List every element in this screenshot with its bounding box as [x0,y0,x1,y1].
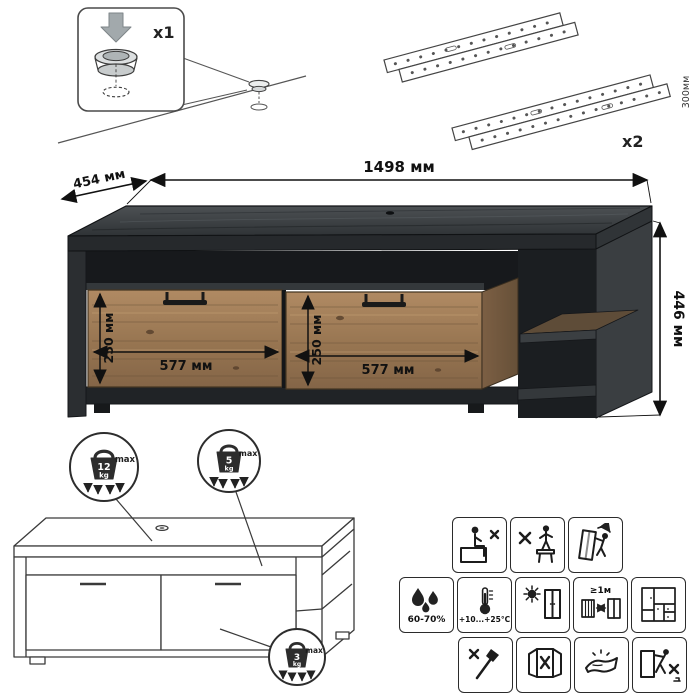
drawer-1 [87,289,283,388]
heater-distance-label: ≥1м [589,586,612,596]
drawer-load-max: max [305,646,323,655]
load-callout-drawer: 3 kg max [268,628,326,686]
foot-qty-label: x1 [153,23,174,42]
width-label: 1498 мм [363,158,435,176]
drawer1-height-label: 250 мм [101,313,116,364]
no-pushing-icon [632,637,687,693]
left-end-panel [67,250,87,418]
weight-icon [288,641,306,650]
press-down-arrow-icon [100,12,132,43]
cleaning-cloth-icon [574,637,629,693]
no-moving-open-icon [516,637,571,693]
weight-icon [219,444,239,453]
load-arrows [83,482,125,495]
load-arrows [209,476,249,489]
slide-qty-label: x2 [622,132,643,151]
callout-leader-line [182,57,250,83]
drawer-handle-bar [362,302,406,307]
slide-length-label: 300мм [681,76,692,108]
top-load-max: max [115,455,136,465]
drawer-slide-2 [451,74,672,151]
top-load-unit: kg [99,472,109,480]
outline-diagram [13,517,355,665]
shelf-load-max: max [239,449,259,458]
heater-distance-icon: ≥1м [573,577,628,633]
drawer-slides-callout: x2 300мм [383,12,692,151]
weight-icon [93,449,115,459]
modular-layout-icon [631,577,686,633]
corner-mark-icon [672,677,681,682]
shelf-load-value: 5 [226,456,233,467]
humidity-icon: 60-70% [399,577,454,633]
mounting-hole [250,103,268,111]
no-sharp-tools-icon [458,637,513,693]
dimension-lines [60,172,668,418]
depth-dimension-arrow [60,176,148,204]
drawer-slide-1 [383,12,579,83]
drawer-side-panel [481,277,519,390]
warning-icons-row-1 [452,517,623,573]
load-callout-top: 12 kg max [69,432,139,502]
warning-icons-row-3 [458,637,687,693]
foot-hardware-callout: x1 [57,7,307,144]
drawer-outline [25,574,162,651]
bottom-shelf [517,384,597,401]
foot [94,404,110,413]
drawer-load-unit: kg [293,661,301,668]
cable-hole [385,211,395,215]
no-standing-icon [510,517,565,573]
foot-outline [335,631,350,640]
foot [468,404,484,413]
load-arrows [278,670,316,682]
avoid-sunlight-icon [515,577,570,633]
drawer1-width-label: 577 мм [160,359,213,374]
height-label: 446 мм [670,291,686,348]
no-sitting-icon [452,517,507,573]
foot-outline [29,656,46,665]
tipping-hazard-icon [568,517,623,573]
load-limit-callouts: 12 kg max 5 kg max [69,429,326,686]
drawer2-height-label: 250 мм [309,315,324,366]
depth-label: 454 мм [72,167,127,193]
load-callout-shelf: 5 kg max [197,429,261,493]
drawer-outline [160,574,297,651]
care-icons-row: 60-70% +10...+25°C ≥1м [399,577,686,633]
drawer2-width-label: 577 мм [362,363,415,378]
temperature-range-label: +10...+25°C [458,615,511,625]
temperature-icon: +10...+25°C [457,577,512,633]
drawer-2 [285,291,483,390]
shelf-load-unit: kg [225,465,234,473]
drawer-load-value: 3 [294,653,300,663]
drawer-handle-bar [163,300,207,305]
humidity-range-label: 60-70% [407,614,446,625]
tv-stand-product [67,205,653,419]
top-load-value: 12 [97,462,110,473]
